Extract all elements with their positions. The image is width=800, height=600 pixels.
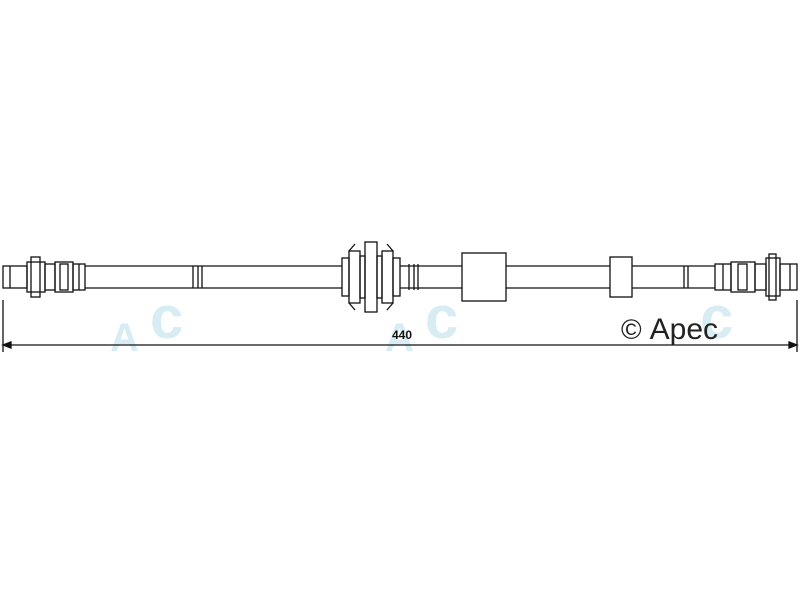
mounting-bracket [341, 241, 401, 313]
copyright-symbol: © [621, 314, 642, 345]
brand-name: Apec [649, 313, 719, 346]
left-end-fitting [2, 256, 86, 298]
length-label: 440 [392, 328, 413, 342]
hose-body [85, 265, 342, 289]
right-end-fitting [714, 253, 798, 301]
hose-body-right [400, 252, 715, 302]
brand-logo: © Apec [621, 313, 718, 347]
dimension-line [1, 300, 799, 352]
clip-block-1 [461, 252, 507, 302]
clip-block-2 [609, 256, 633, 298]
